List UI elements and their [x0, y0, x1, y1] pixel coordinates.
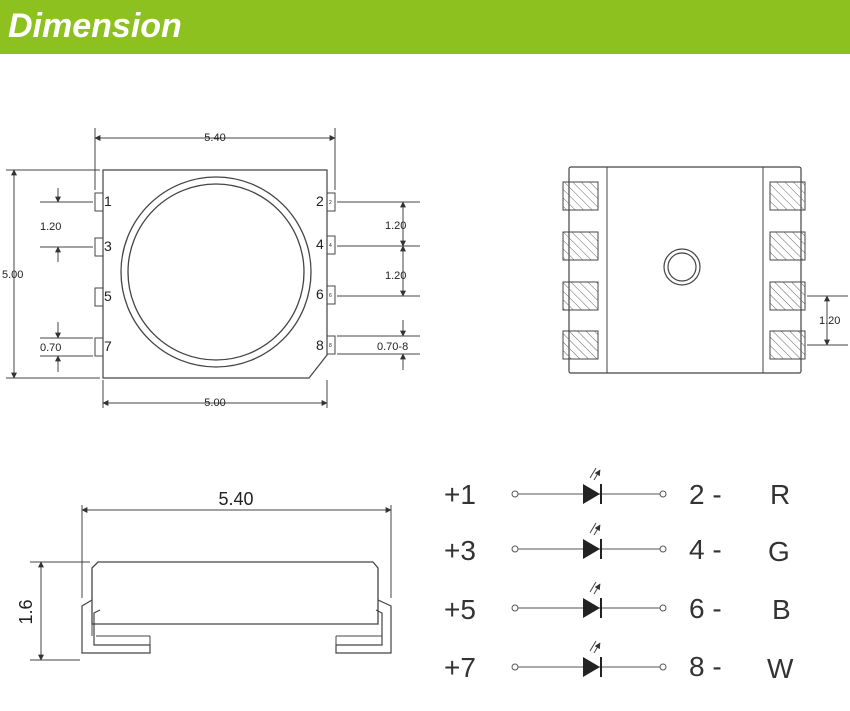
pin-pad-2 [326, 192, 336, 212]
polarity-mark-inner [667, 252, 697, 282]
pad-mark-4: 4 [329, 243, 332, 249]
legend-color-g: G [768, 536, 790, 567]
bottom-pad-r2 [769, 231, 806, 261]
side-view-lead-left [81, 599, 151, 654]
legend-pos-1: +1 [444, 479, 476, 510]
pad-mark-2: 2 [329, 200, 332, 206]
bottom-pad-l3 [562, 281, 599, 311]
legend-row-white: +7 8 - W [444, 641, 794, 684]
pin-label-1: 1 [104, 193, 112, 209]
dim-height: 5.00 [2, 269, 23, 281]
bottom-pad-r4 [769, 330, 806, 360]
bottom-pad-r3 [769, 281, 806, 311]
legend-color-r: R [770, 479, 790, 510]
side-dim-height: 1.6 [16, 599, 36, 624]
side-view-body [91, 561, 379, 625]
bottom-pad-l4 [562, 330, 599, 360]
pin-label-4: 4 [316, 236, 324, 252]
pin-pad-3 [94, 237, 104, 257]
legend-row-red: +1 2 - R [444, 468, 790, 510]
pin-pad-1 [94, 192, 104, 212]
legend-row-green: +3 4 - G [444, 523, 790, 567]
legend-color-b: B [772, 594, 791, 625]
dim-pitch-right-2: 1.20 [385, 270, 406, 282]
pin-pad-7 [94, 337, 104, 357]
pin-pad-4 [326, 235, 336, 255]
legend-neg-8: 8 - [689, 651, 722, 682]
pin-legend: +1 2 - R +3 4 - G [444, 468, 794, 684]
pin-label-6: 6 [316, 286, 324, 302]
led-diode-3-icon [583, 598, 600, 618]
legend-neg-6: 6 - [689, 593, 722, 624]
dim-pad-left: 0.70 [40, 342, 61, 354]
pad-mark-6: 6 [329, 293, 332, 299]
side-view [30, 505, 392, 661]
pin-label-3: 3 [104, 238, 112, 254]
dim-pad-right: 0.70-8 [377, 341, 408, 353]
pin-label-8: 8 [316, 337, 324, 353]
pin-pad-5 [94, 287, 104, 307]
pin-pad-8 [326, 335, 336, 355]
bottom-pad-l2 [562, 231, 599, 261]
dim-width-bottom: 5.00 [204, 397, 225, 409]
bottom-view [562, 166, 848, 374]
bottom-dim-pitch: 1.20 [819, 315, 840, 327]
bottom-view-body [568, 166, 802, 374]
bottom-pad-l1 [562, 181, 599, 211]
legend-pos-3: +3 [444, 535, 476, 566]
side-dim-width: 5.40 [218, 489, 253, 509]
legend-neg-2: 2 - [689, 479, 722, 510]
top-view-body [102, 169, 328, 379]
polarity-mark-outer [663, 248, 701, 286]
header-bar: Dimension [0, 0, 850, 54]
bottom-pad-r1 [769, 181, 806, 211]
page-title: Dimension [8, 7, 182, 45]
dim-pitch-right-1: 1.20 [385, 220, 406, 232]
dim-width-top: 5.40 [204, 132, 225, 144]
led-diode-2-icon [583, 539, 600, 559]
top-view [6, 128, 420, 408]
dim-pitch-left: 1.20 [40, 221, 61, 233]
led-diode-1-icon [583, 484, 600, 504]
pin-label-5: 5 [104, 288, 112, 304]
lens-outer [120, 176, 312, 368]
legend-neg-4: 4 - [689, 534, 722, 565]
pin-label-7: 7 [104, 338, 112, 354]
lens-inner [127, 183, 305, 361]
pin-pad-6 [326, 285, 336, 305]
led-diode-4-icon [583, 657, 600, 677]
pin-label-2: 2 [316, 193, 324, 209]
side-view-lead-right [335, 599, 392, 654]
legend-row-blue: +5 6 - B [444, 582, 791, 625]
pad-mark-8: 8 [329, 343, 332, 349]
legend-color-w: W [767, 653, 794, 684]
legend-pos-7: +7 [444, 652, 476, 683]
legend-pos-5: +5 [444, 594, 476, 625]
